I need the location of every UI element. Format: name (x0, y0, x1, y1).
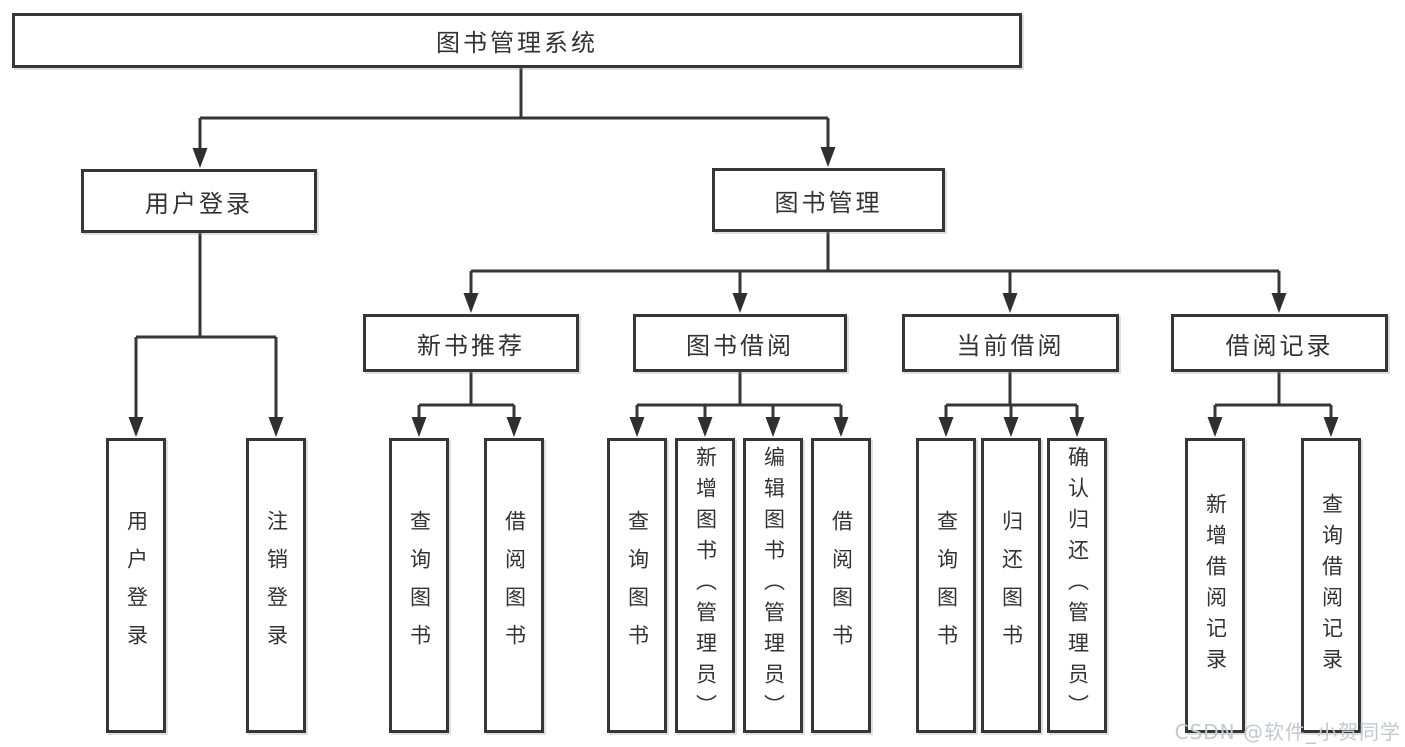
arrowheads (128, 147, 1339, 437)
leaf-user-login: 用户登录 (106, 438, 166, 733)
leaf-label: 查询图书 (407, 509, 432, 662)
arrow-head (506, 417, 522, 437)
leaf-logout: 注销登录 (246, 438, 306, 733)
node-label: 图书管理 (774, 188, 883, 217)
leaf-label: 查询图书 (934, 509, 959, 662)
arrow-head (192, 148, 208, 168)
arrow-head (411, 417, 427, 437)
arrow-head (732, 293, 748, 313)
leaf-newbook-query: 查询图书 (389, 438, 449, 733)
leaf-label: 编辑图书（管理员） (761, 446, 786, 725)
node-label: 用户登录 (145, 189, 253, 218)
node-label: 当前借阅 (956, 331, 1065, 360)
leaf-borrow-query: 查询图书 (607, 438, 667, 733)
leaf-label: 注销登录 (264, 509, 289, 662)
leaf-record-query: 查询借阅记录 (1301, 438, 1361, 733)
node-new-book-recommend: 新书推荐 (363, 314, 579, 372)
leaf-label: 借阅图书 (502, 509, 527, 662)
arrow-head (629, 417, 645, 437)
connector-line (944, 372, 1079, 419)
leaf-current-return: 归还图书 (981, 438, 1041, 733)
connector-line (198, 68, 830, 150)
leaf-label: 归还图书 (999, 509, 1024, 662)
node-current-borrow: 当前借阅 (902, 314, 1119, 372)
node-user-login: 用户登录 (81, 169, 317, 233)
leaf-borrow-add-admin: 新增图书（管理员） (675, 438, 735, 733)
node-book-borrow: 图书借阅 (633, 314, 847, 372)
node-system-root: 图书管理系统 (12, 13, 1022, 68)
arrow-head (1323, 417, 1339, 437)
arrow-head (1069, 417, 1085, 437)
connector-line (417, 372, 516, 419)
arrow-head (268, 417, 284, 437)
leaf-borrow-book: 借阅图书 (811, 438, 871, 733)
leaf-current-query: 查询图书 (916, 438, 976, 733)
arrow-head (938, 417, 954, 437)
connector-line (469, 232, 1281, 295)
node-label: 借阅记录 (1225, 331, 1334, 360)
arrow-head (1003, 417, 1019, 437)
leaf-label: 确认归还（管理员） (1065, 446, 1090, 725)
leaf-label: 查询图书 (625, 509, 650, 662)
connector-line (635, 372, 843, 419)
leaf-label: 查询借阅记录 (1319, 492, 1344, 679)
leaf-label: 新增借阅记录 (1203, 492, 1228, 679)
arrow-head (697, 417, 713, 437)
arrow-head (820, 147, 836, 167)
arrow-head (1207, 417, 1223, 437)
connector-line (134, 233, 278, 419)
arrow-head (765, 417, 781, 437)
leaf-borrow-edit-admin: 编辑图书（管理员） (743, 438, 803, 733)
arrow-head (463, 293, 479, 313)
arrow-head (1002, 293, 1018, 313)
node-label: 图书管理系统 (436, 29, 598, 57)
leaf-newbook-borrow: 借阅图书 (484, 438, 544, 733)
node-label: 新书推荐 (417, 331, 525, 360)
arrow-head (128, 417, 144, 437)
arrow-head (833, 417, 849, 437)
leaf-record-add: 新增借阅记录 (1185, 438, 1245, 733)
leaf-label: 借阅图书 (829, 509, 854, 662)
leaf-label: 用户登录 (124, 509, 149, 662)
node-book-management: 图书管理 (712, 168, 945, 232)
leaf-label: 新增图书（管理员） (693, 446, 718, 725)
node-borrow-record: 借阅记录 (1171, 314, 1388, 372)
csdn-watermark: CSDN @软件_小贺同学 (1174, 720, 1401, 744)
arrow-head (1271, 293, 1287, 313)
connector-line (1213, 372, 1333, 419)
node-label: 图书借阅 (686, 331, 794, 360)
connector-lines (134, 68, 1333, 419)
leaf-current-confirm-admin: 确认归还（管理员） (1047, 438, 1107, 733)
